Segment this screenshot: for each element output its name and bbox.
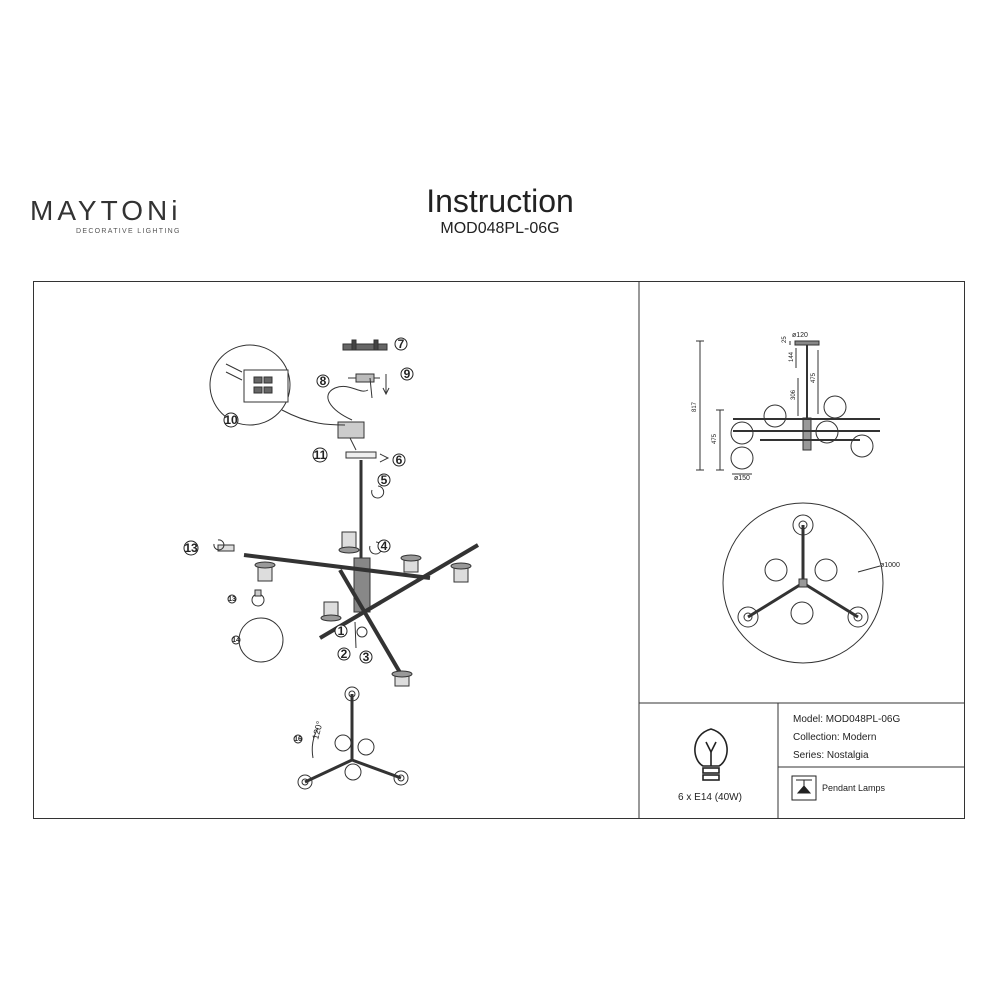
rotate-arrow-icon [213,539,225,551]
bulb-part [251,589,265,607]
lamp-holder [338,531,360,554]
callout-10: 10 [224,413,238,427]
bulb-spec-label: 6 x E14 (40W) [678,792,742,803]
lamp-holder [391,670,413,687]
terminal-block [337,421,365,439]
power-cable [327,385,369,421]
callout-3: 3 [363,650,370,664]
callout-2: 2 [341,647,348,661]
terminal-detail [243,369,289,403]
angle-arc [311,727,319,759]
assembly-drawing [209,339,480,687]
glass-shade-part [238,617,284,663]
callout-6: 6 [396,453,403,467]
callout-8: 8 [320,374,327,388]
spec-collection: Collection: Modern [793,732,877,743]
dim-label-25: 25 [782,336,788,343]
side-elevation-drawing [696,340,880,475]
lamp-holder [400,554,422,573]
angle-label: 120° [310,720,325,741]
dim-label-817: 817 [692,401,698,412]
dim-label-475-left: 475 [712,433,718,444]
arm-left [243,553,431,580]
canopy-part [345,451,377,459]
wiring-detail-pointer [281,409,346,426]
page-title: Instruction [426,183,574,219]
bulb-icon [694,728,728,781]
dim-label-475-right: 475 [811,372,817,383]
arrow-icon [379,453,390,463]
assembly-top-view [297,686,409,790]
arm-right [318,543,480,640]
lamp-holder [450,562,472,583]
callout-markers [183,337,414,744]
screw-set-part [348,373,390,399]
brand-logo: MAYTONi DECORATIVE LIGHTING [30,195,210,236]
arm-bottom [338,568,404,678]
rotate-arrow-icon [371,485,385,499]
callout-14: 14 [232,637,240,644]
callout-1: 1 [338,624,345,638]
callout-9: 9 [404,367,411,381]
callout-16: 16 [294,736,302,743]
brand-name: MAYTONi [30,195,182,226]
callout-11: 11 [314,448,327,462]
top-view-drawing [722,502,884,664]
lamp-holder [254,561,276,582]
dim-label-shade-diameter: ø150 [734,475,750,482]
brand-tagline: DECORATIVE LIGHTING [76,228,181,235]
spec-category: Pendant Lamps [822,783,886,793]
mounting-bar-part [342,339,388,351]
callout-13-small: 13 [228,596,236,603]
instruction-frame [33,281,965,819]
callout-5: 5 [381,473,388,487]
callout-13: 13 [184,541,198,555]
spec-series: Series: Nostalgia [793,750,869,761]
dim-label-top-diameter: ø120 [792,332,808,339]
hub-screw [356,626,368,638]
callout-4: 4 [381,539,388,553]
dim-label-306: 306 [791,389,797,400]
dim-label-overall-diameter: ø1000 [880,562,900,569]
pendant-lamp-icon [791,775,817,801]
end-cap-part [217,544,235,552]
lamp-holder [320,601,342,622]
model-code: MOD048PL-06G [440,220,560,237]
callout-7: 7 [398,337,405,351]
spec-model: Model: MOD048PL-06G [793,714,901,725]
dim-label-144: 144 [789,351,795,362]
